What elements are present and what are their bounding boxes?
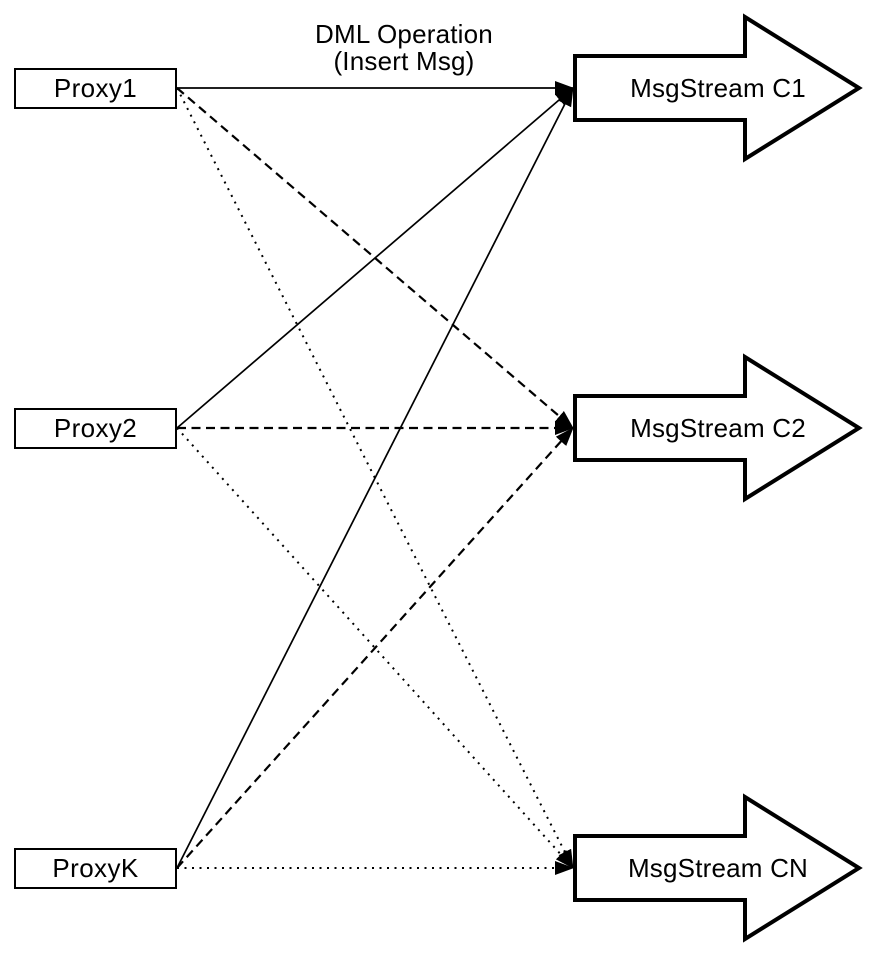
edge-proxy1-to-cn-dotted <box>176 87 574 869</box>
dml-operation-label-line1: DML Operation <box>315 19 493 49</box>
dml-operation-label: DML Operation (Insert Msg) <box>254 21 554 75</box>
edge-proxy2-to-c1-solid <box>176 87 574 429</box>
edge-proxyk-to-c2-dashed <box>176 427 574 869</box>
proxy1-label: Proxy1 <box>53 73 138 103</box>
edge-proxy2-to-cn-dotted <box>176 427 574 869</box>
msgstream-c2-label-text: MsgStream C2 <box>630 412 806 443</box>
msgstream-c1-label-text: MsgStream C1 <box>630 72 806 103</box>
msgstream-c1-arrow-shape <box>573 13 863 163</box>
msgstream-c2-label: MsgStream C2 <box>577 408 859 448</box>
msgstream-cn-label: MsgStream CN <box>577 848 859 888</box>
proxyk-node: ProxyK <box>14 848 177 889</box>
msgstream-cn-arrow-shape <box>573 793 863 943</box>
proxyk-label: ProxyK <box>52 853 139 883</box>
edge-proxyk-to-c1-solid <box>176 87 574 869</box>
proxy2-node: Proxy2 <box>14 408 177 449</box>
dml-operation-label-line2: (Insert Msg) <box>333 46 475 76</box>
proxy2-label: Proxy2 <box>53 413 138 443</box>
msgstream-c2-arrow-shape <box>573 353 863 503</box>
edge-lines-group <box>176 81 574 875</box>
msgstream-cn-label-text: MsgStream CN <box>627 852 809 883</box>
msgstream-c1-label: MsgStream C1 <box>577 68 859 108</box>
proxy1-node: Proxy1 <box>14 68 177 109</box>
